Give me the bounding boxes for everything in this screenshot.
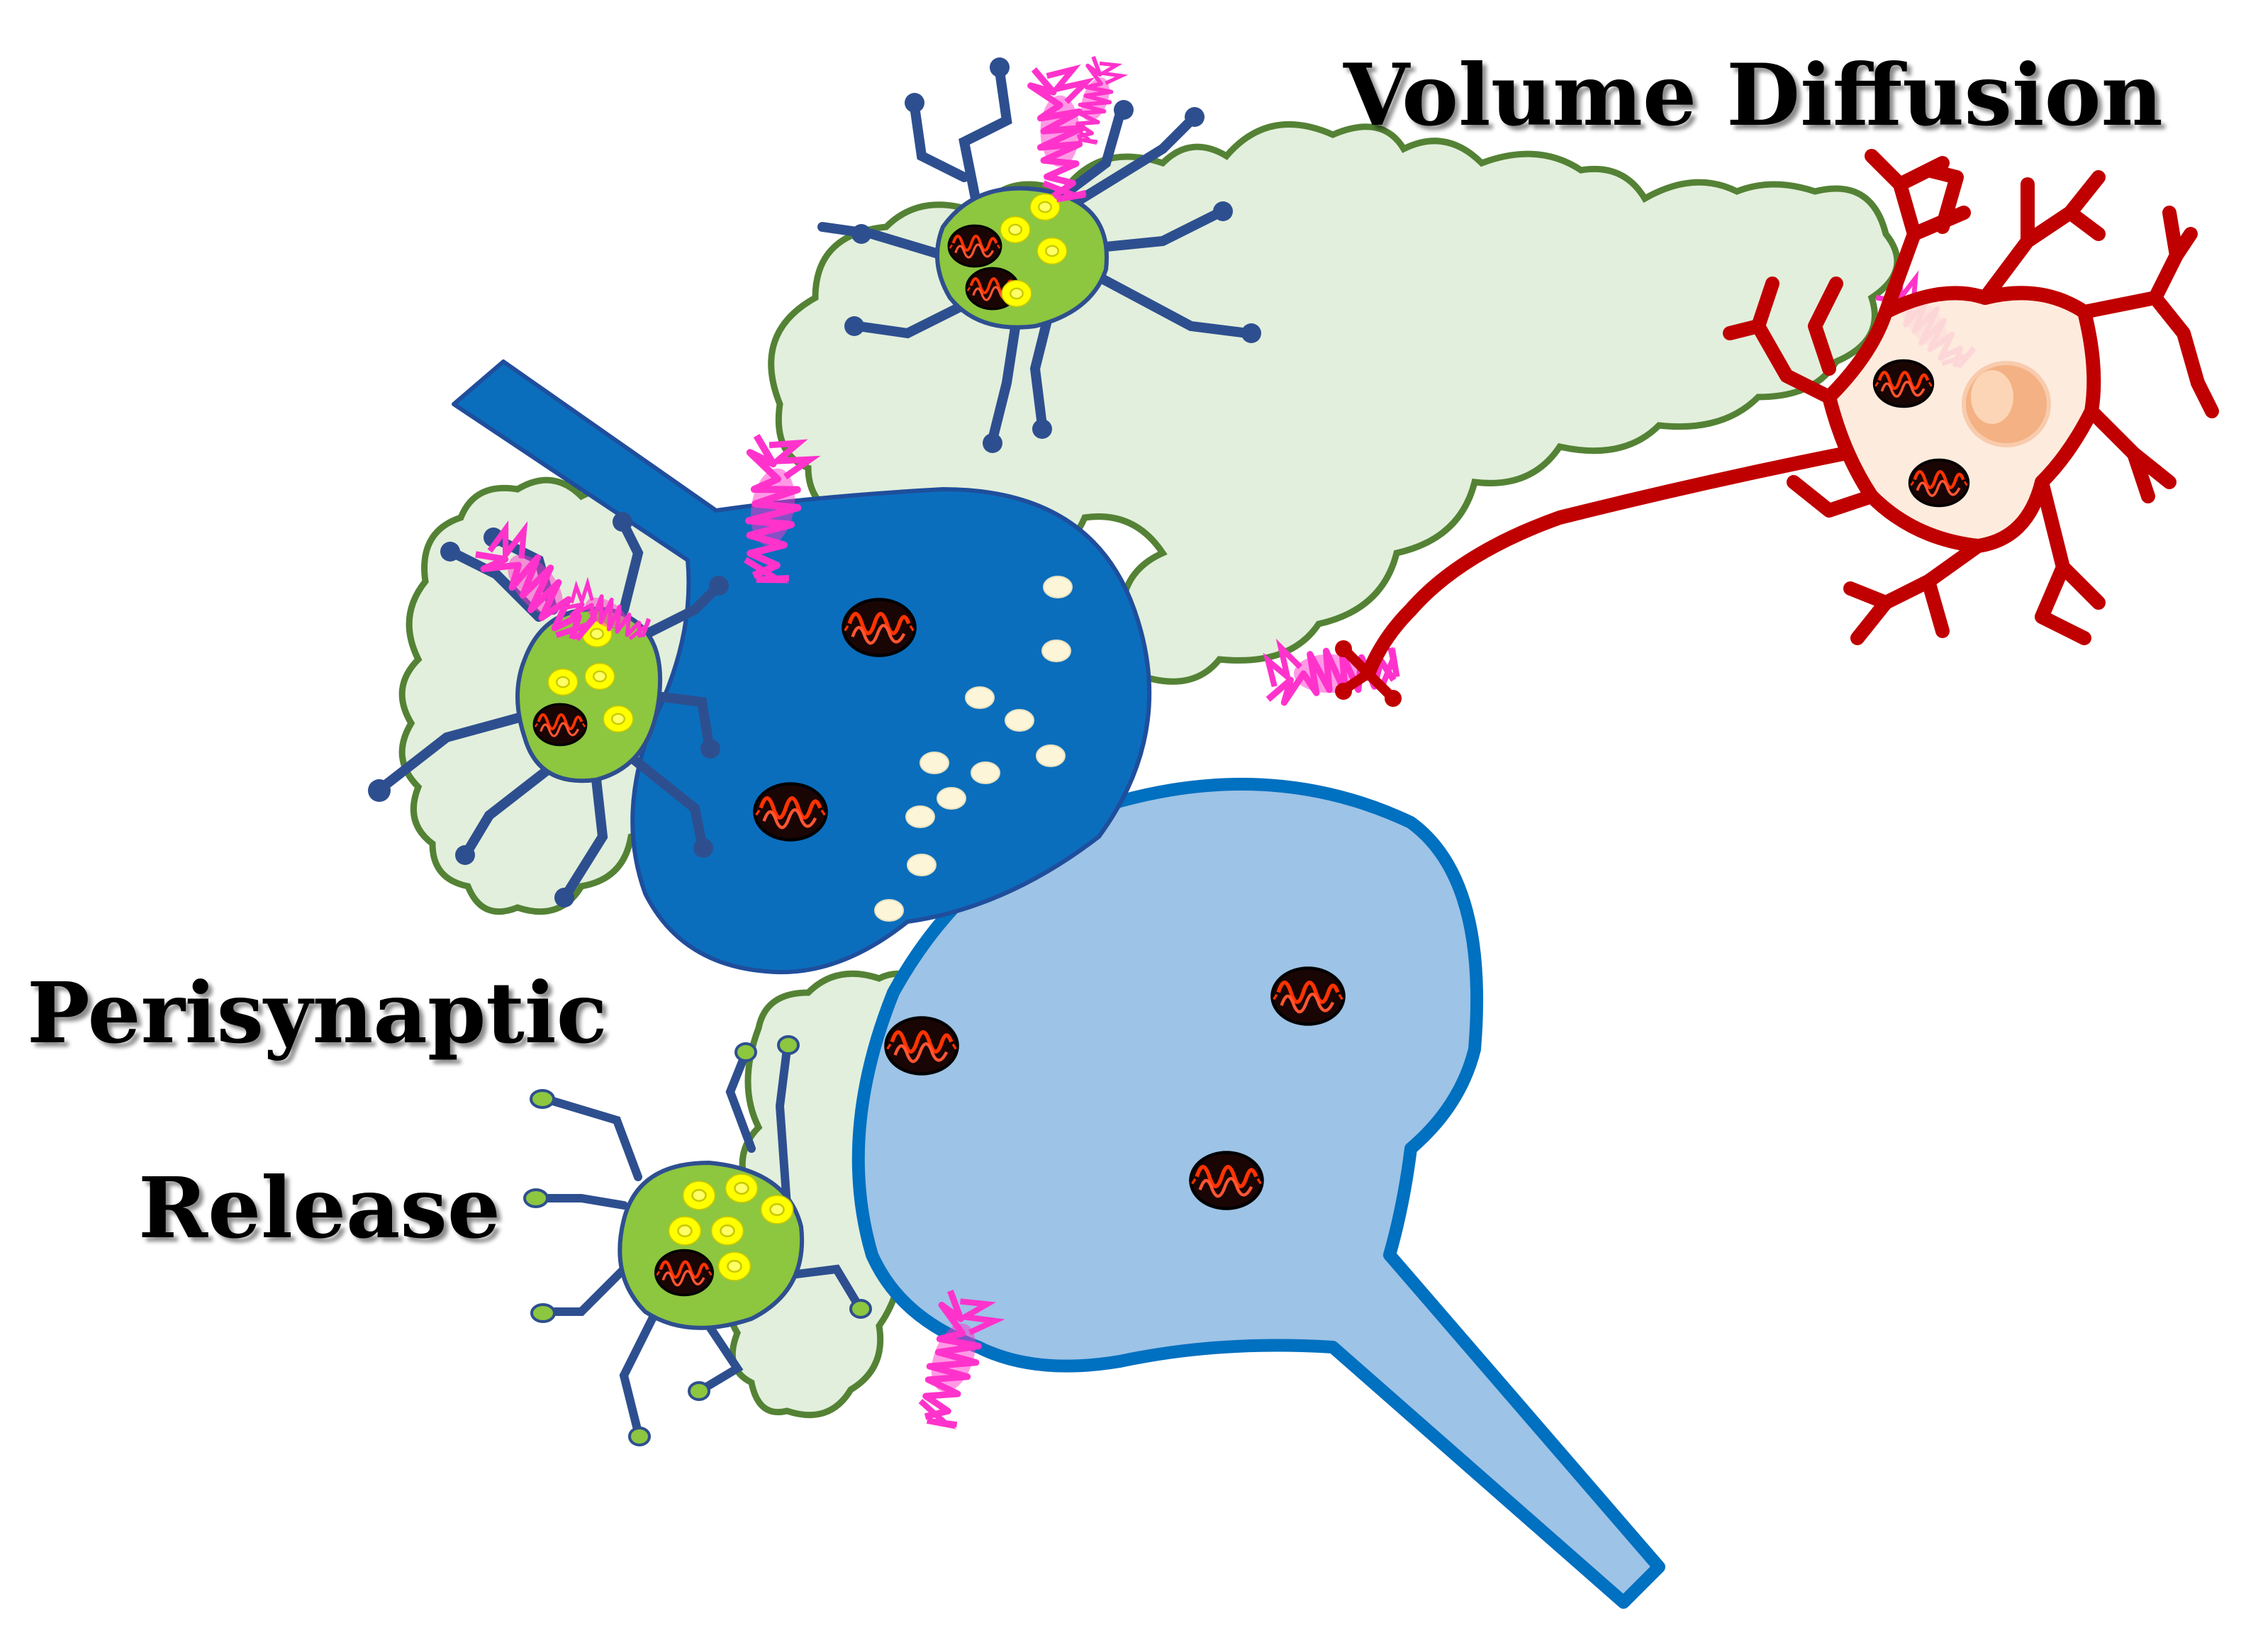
label-perisynaptic: Perisynaptic <box>27 964 608 1062</box>
mitochondrion-icon <box>1910 460 1969 506</box>
mitochondrion-icon <box>947 224 1002 268</box>
mitochondrion-icon <box>843 599 915 655</box>
label-volume-diffusion: Volume Diffusion <box>1343 45 2163 145</box>
mitochondrion-icon <box>885 1017 957 1073</box>
microglia-top <box>817 56 1261 453</box>
mitochondrion-icon <box>532 703 588 747</box>
mitochondrion-icon <box>1272 968 1343 1024</box>
mitochondrion-icon <box>1874 361 1933 407</box>
mitochondrion-icon <box>754 783 826 839</box>
neuron <box>1335 149 2219 707</box>
microglia-left <box>368 512 729 908</box>
label-release: Release <box>138 1159 501 1257</box>
mitochondrion-icon <box>1190 1152 1262 1208</box>
microglia-bottom <box>523 1035 872 1446</box>
mitochondrion-icon <box>656 1251 713 1295</box>
